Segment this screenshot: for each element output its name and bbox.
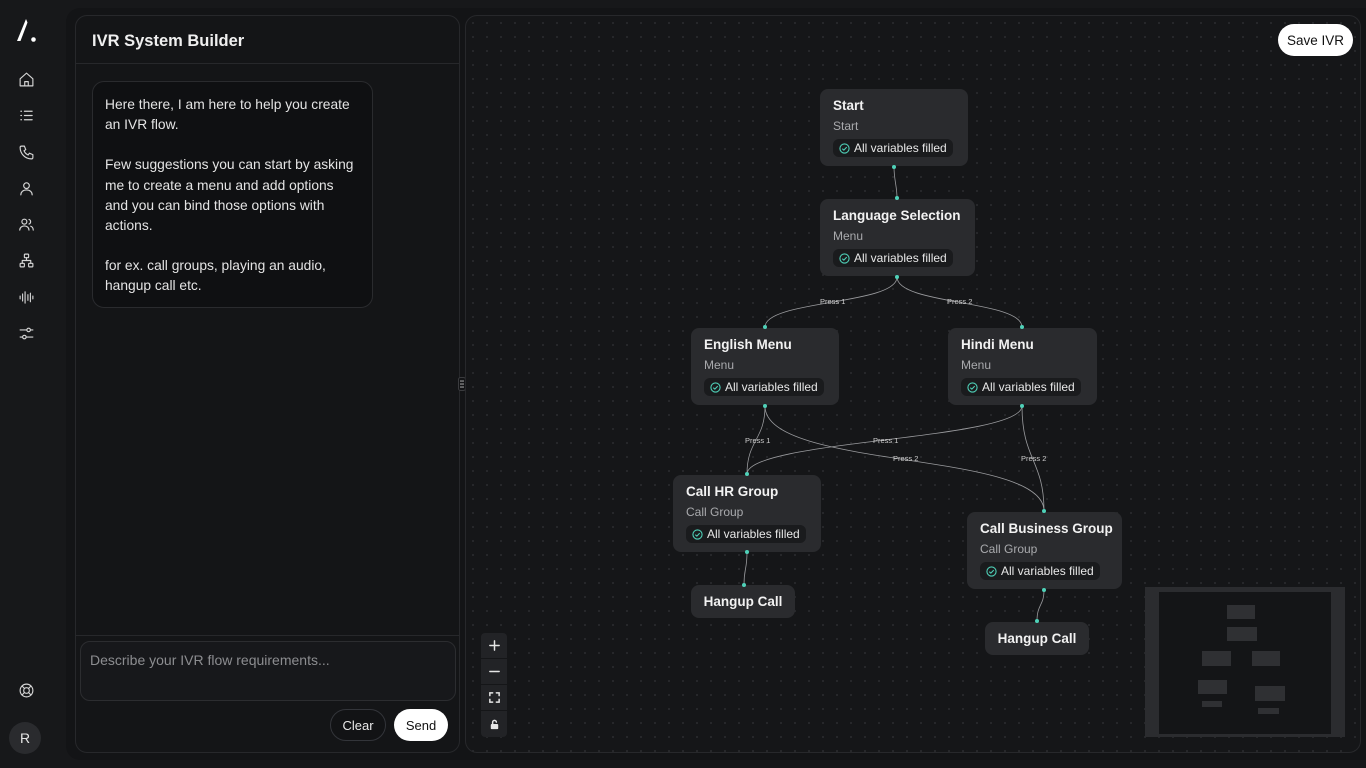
minimap-node — [1227, 627, 1257, 641]
node-title: Call HR Group — [686, 484, 779, 499]
minimap-node — [1255, 686, 1285, 701]
status-text: All variables filled — [707, 527, 800, 541]
connection-handle[interactable] — [745, 550, 749, 554]
status-text: All variables filled — [725, 380, 818, 394]
lock-icon[interactable] — [481, 711, 507, 737]
clear-button[interactable]: Clear — [330, 709, 386, 741]
status-badge: All variables filled — [980, 562, 1100, 580]
avatar[interactable]: R — [9, 722, 41, 754]
connection-handle[interactable] — [1020, 325, 1024, 329]
status-badge: All variables filled — [833, 139, 953, 157]
edge-label: Press 1 — [745, 436, 771, 445]
node-english-menu[interactable]: English Menu Menu All variables filled — [691, 328, 839, 405]
status-text: All variables filled — [1001, 564, 1094, 578]
status-badge: All variables filled — [833, 249, 953, 267]
logo-icon — [17, 19, 36, 42]
node-hangup-call[interactable]: Hangup Call — [691, 585, 795, 618]
node-title: Hindi Menu — [961, 337, 1034, 352]
minimap[interactable] — [1145, 587, 1345, 737]
node-call-hr-group[interactable]: Call HR Group Call Group All variables f… — [673, 475, 821, 552]
node-hindi-menu[interactable]: Hindi Menu Menu All variables filled — [948, 328, 1097, 405]
page-title: IVR System Builder — [92, 32, 245, 50]
assistant-message: Here there, I am here to help you create… — [92, 81, 373, 308]
node-type: Menu — [833, 229, 864, 243]
fit-view-icon[interactable] — [481, 685, 507, 711]
message-paragraph: Few suggestions you can start by asking … — [105, 157, 354, 234]
resize-handle-icon[interactable] — [458, 377, 466, 391]
connection-handle[interactable] — [742, 583, 746, 587]
node-hangup-call[interactable]: Hangup Call — [985, 622, 1089, 655]
divider — [76, 635, 459, 636]
check-circle-icon — [692, 528, 703, 540]
node-title: Hangup Call — [997, 631, 1077, 646]
node-type: Call Group — [686, 505, 744, 519]
node-type: Menu — [704, 358, 735, 372]
connection-handle[interactable] — [1042, 588, 1046, 592]
lifebuoy-icon[interactable] — [16, 680, 36, 700]
connection-handle[interactable] — [892, 165, 896, 169]
connection-handle[interactable] — [895, 196, 899, 200]
check-circle-icon — [839, 252, 850, 264]
status-text: All variables filled — [854, 141, 947, 155]
node-title: English Menu — [704, 337, 792, 352]
home-icon[interactable] — [16, 69, 36, 89]
check-circle-icon — [986, 565, 997, 577]
status-badge: All variables filled — [961, 378, 1081, 396]
status-badge: All variables filled — [704, 378, 824, 396]
minimap-node — [1227, 605, 1255, 619]
user-icon[interactable] — [16, 178, 36, 198]
node-title: Call Business Group — [980, 521, 1113, 536]
edge-label: Press 2 — [947, 297, 973, 306]
node-title: Start — [833, 98, 864, 113]
minimap-node — [1252, 651, 1280, 666]
node-start[interactable]: Start Start All variables filled — [820, 89, 968, 166]
status-text: All variables filled — [982, 380, 1075, 394]
save-ivr-button[interactable]: Save IVR — [1278, 24, 1353, 56]
minimap-node — [1258, 708, 1279, 714]
check-circle-icon — [710, 381, 721, 393]
edge-label: Press 2 — [893, 454, 919, 463]
node-title: Hangup Call — [703, 594, 783, 609]
status-badge: All variables filled — [686, 525, 806, 543]
message-paragraph: for ex. call groups, playing an audio, h… — [105, 258, 326, 294]
message-paragraph: Here there, I am here to help you create… — [105, 97, 350, 133]
connection-handle[interactable] — [763, 325, 767, 329]
minimap-node — [1202, 651, 1231, 666]
send-button[interactable]: Send — [394, 709, 448, 741]
edge-label: Press 1 — [820, 297, 846, 306]
phone-icon[interactable] — [16, 142, 36, 162]
zoom-out-icon[interactable] — [481, 659, 507, 685]
status-text: All variables filled — [854, 251, 947, 265]
node-type: Call Group — [980, 542, 1038, 556]
connection-handle[interactable] — [1020, 404, 1024, 408]
hierarchy-icon[interactable] — [16, 250, 36, 270]
edge-label: Press 1 — [873, 436, 899, 445]
check-circle-icon — [967, 381, 978, 393]
node-type: Start — [833, 119, 859, 133]
chat-panel: IVR System Builder Here there, I am here… — [75, 15, 460, 753]
edge-label: Press 2 — [1021, 454, 1047, 463]
chat-header: IVR System Builder — [76, 16, 459, 64]
connection-handle[interactable] — [1042, 509, 1046, 513]
connection-handle[interactable] — [745, 472, 749, 476]
connection-handle[interactable] — [763, 404, 767, 408]
node-title: Language Selection — [833, 208, 961, 223]
requirements-input[interactable] — [80, 641, 456, 701]
node-type: Menu — [961, 358, 992, 372]
check-circle-icon — [839, 142, 850, 154]
left-rail: R — [0, 0, 52, 768]
users-icon[interactable] — [16, 214, 36, 234]
node-language-selection[interactable]: Language Selection Menu All variables fi… — [820, 199, 975, 276]
minimap-node — [1198, 680, 1227, 694]
zoom-in-icon[interactable] — [481, 633, 507, 659]
list-icon[interactable] — [16, 105, 36, 125]
connection-handle[interactable] — [1035, 619, 1039, 623]
sliders-icon[interactable] — [16, 323, 36, 343]
connection-handle[interactable] — [895, 275, 899, 279]
waveform-icon[interactable] — [16, 287, 36, 307]
node-call-business-group[interactable]: Call Business Group Call Group All varia… — [967, 512, 1122, 589]
canvas-controls — [481, 633, 507, 737]
minimap-node — [1202, 701, 1222, 707]
